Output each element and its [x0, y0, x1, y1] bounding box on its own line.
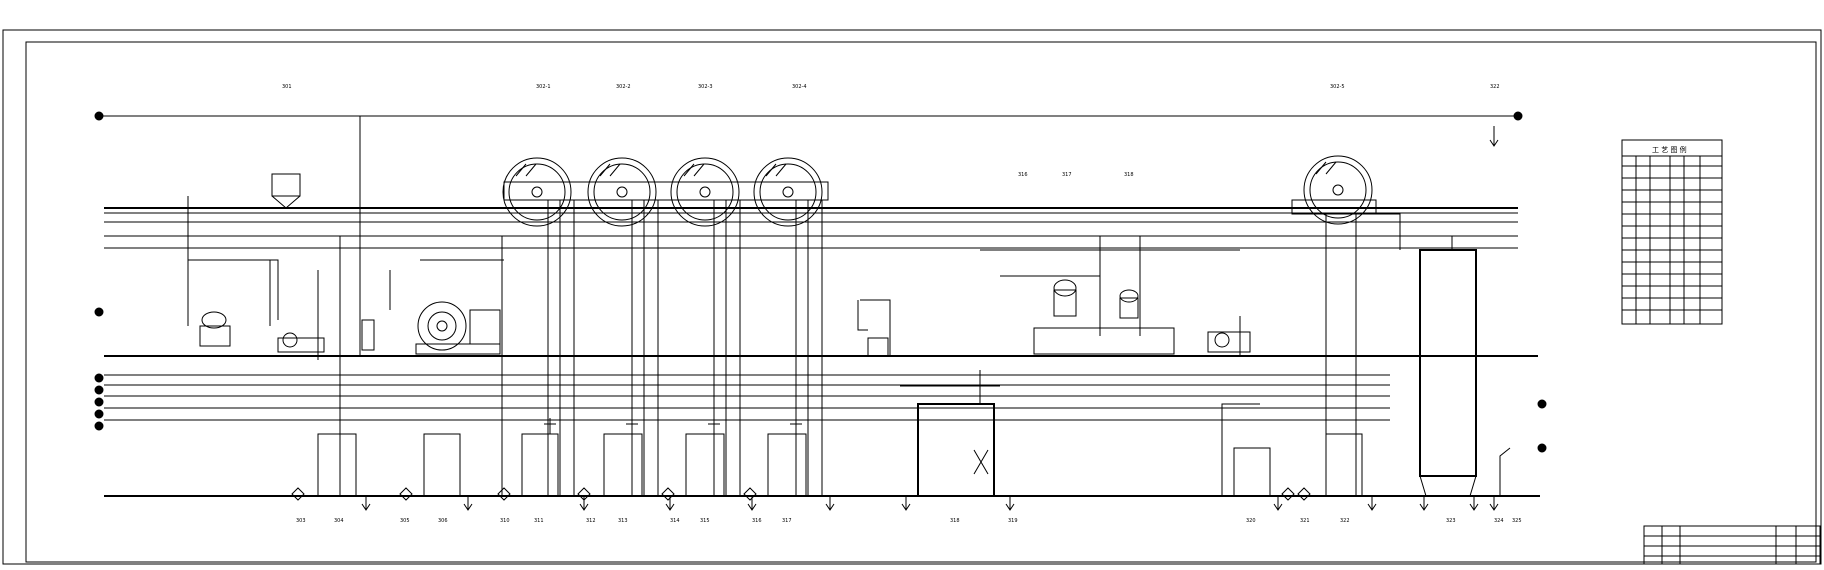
left-pumps: [199, 311, 375, 353]
mid-label: 318: [1124, 172, 1134, 178]
bottom-label: 325: [1512, 518, 1522, 524]
cyclone-tank: [271, 173, 301, 209]
pipeline-group: [96, 115, 1540, 497]
bottom-label: 313: [618, 518, 628, 524]
top-label: 302-2: [616, 84, 631, 90]
valve-row: [291, 487, 1311, 501]
top-label: 302-4: [792, 84, 807, 90]
bottom-label: 314: [670, 518, 680, 524]
mid-label: 316: [1018, 172, 1028, 178]
title-block: [1643, 525, 1821, 565]
bottom-label: 304: [334, 518, 344, 524]
terminal-connectors: [94, 111, 1547, 453]
inner-border: [25, 41, 1817, 563]
bottom-label: 311: [534, 518, 544, 524]
top-label: 302-1: [536, 84, 551, 90]
mid-label: 317: [1062, 172, 1072, 178]
top-label: 301: [282, 84, 292, 90]
branch-lines: [187, 196, 1511, 496]
bottom-label: 320: [1246, 518, 1256, 524]
bottom-label: 316: [752, 518, 762, 524]
top-label: 302-3: [698, 84, 713, 90]
top-label: 302-5: [1330, 84, 1345, 90]
bottom-label: 324: [1494, 518, 1504, 524]
drum-filter-right: [1291, 155, 1377, 225]
downward-arrows: [361, 126, 1499, 511]
bottom-label: 312: [586, 518, 596, 524]
bottom-label: 318: [950, 518, 960, 524]
bottom-label: 310: [500, 518, 510, 524]
bottom-label: 319: [1008, 518, 1018, 524]
bottom-label: 323: [1446, 518, 1456, 524]
outer-border: [2, 29, 1822, 565]
agitators: [544, 418, 802, 434]
bottom-label: 322: [1340, 518, 1350, 524]
bottom-label: 315: [700, 518, 710, 524]
bottom-label: 306: [438, 518, 448, 524]
middle-filters: [857, 279, 1251, 357]
bottom-label: 321: [1300, 518, 1310, 524]
bottom-label: 317: [782, 518, 792, 524]
top-label: 322: [1490, 84, 1500, 90]
legend-table: [1621, 139, 1723, 325]
legend-title: 工 艺 图 例: [1652, 145, 1687, 154]
large-motor: [415, 301, 501, 355]
vertical-feed-lines: [339, 116, 1357, 496]
drum-filter-bank: [502, 157, 829, 227]
bottom-tanks: [317, 249, 1477, 497]
bottom-label: 305: [400, 518, 410, 524]
bottom-label: 303: [296, 518, 306, 524]
